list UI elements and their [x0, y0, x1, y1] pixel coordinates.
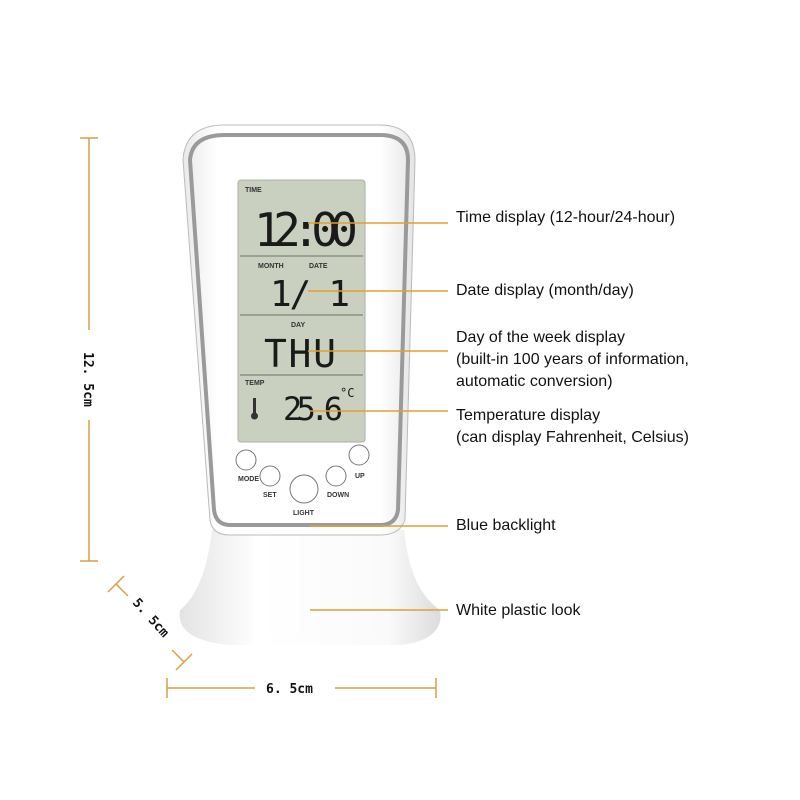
annotation-lines — [308, 222, 448, 611]
lcd-date-label: DATE — [309, 263, 328, 270]
lcd-day: THU — [264, 332, 336, 376]
width-dimension: 6. 5cm — [266, 682, 313, 697]
thermometer-icon — [251, 398, 258, 420]
svg-text:MODE: MODE — [238, 476, 259, 483]
lcd-temp-unit: °C — [340, 386, 354, 400]
annotation-time-display: Time display (12-hour/24-hour) — [456, 209, 676, 226]
light-button[interactable]: LIGHT — [289, 474, 319, 517]
depth-dimension: 5. 5cm — [129, 596, 172, 641]
up-button[interactable]: UP — [348, 444, 370, 480]
lcd-day-label: DAY — [291, 322, 305, 329]
set-button[interactable]: SET — [259, 465, 281, 499]
lcd-temp-label: TEMP — [245, 380, 265, 387]
lcd-screen — [237, 179, 366, 443]
depth-dimension-line — [107, 575, 193, 671]
annotation-day-display: Day of the week display(built-in 100 yea… — [456, 329, 689, 390]
down-button[interactable]: DOWN — [325, 465, 349, 499]
height-dimension: 12. 5cm — [80, 352, 95, 407]
svg-text:UP: UP — [355, 473, 365, 480]
lcd-month-label: MONTH — [258, 263, 284, 270]
annotation-date-display: Date display (month/day) — [456, 282, 634, 299]
annotation-temperature-display: Temperature display(can display Fahrenhe… — [456, 407, 689, 446]
lcd-time-label: TIME — [245, 187, 262, 194]
lcd-temp: 25.6 — [283, 390, 343, 428]
lcd-time: 12:00 — [254, 203, 358, 257]
clock-bezel — [187, 133, 411, 527]
svg-text:DOWN: DOWN — [327, 492, 349, 499]
width-dimension-line — [166, 678, 437, 698]
svg-text:SET: SET — [263, 492, 277, 499]
annotation-backlight: Blue backlight — [456, 517, 556, 534]
annotation-white-plastic: White plastic look — [456, 602, 581, 619]
lcd-date: 1/ 1 — [270, 274, 350, 315]
height-dimension-line — [80, 137, 98, 562]
mode-button[interactable]: MODE — [235, 449, 259, 483]
svg-text:LIGHT: LIGHT — [293, 510, 315, 517]
clock-base — [179, 530, 441, 645]
